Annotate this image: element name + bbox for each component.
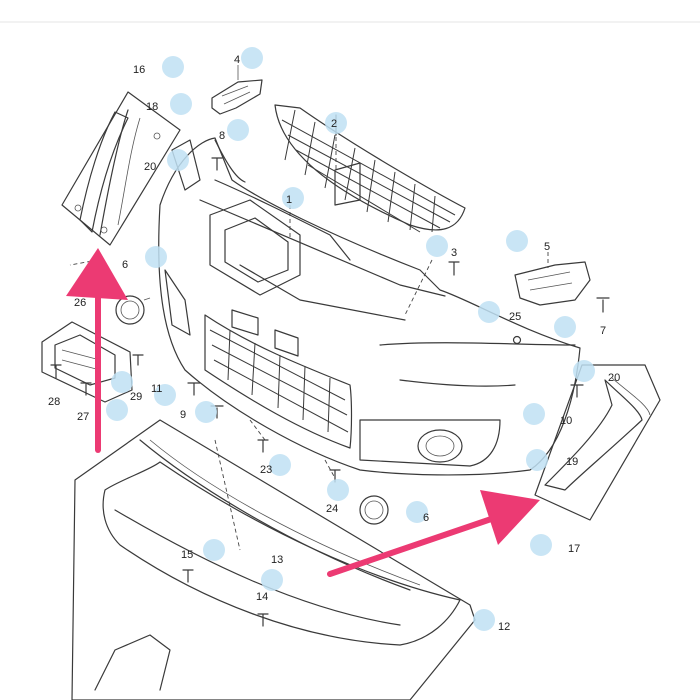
part-17-side-bracket xyxy=(534,364,661,521)
hotspot[interactable] xyxy=(195,401,217,423)
hotspot[interactable] xyxy=(145,246,167,268)
hotspot[interactable] xyxy=(573,360,595,382)
hotspot[interactable] xyxy=(162,56,184,78)
part-number-label: 20 xyxy=(608,372,620,384)
part-1-bumper-cover xyxy=(158,137,581,476)
hotspot[interactable] xyxy=(478,301,500,323)
leader-lines xyxy=(69,137,549,551)
part-5-side-bracket xyxy=(514,261,591,306)
part-number-label: 25 xyxy=(509,311,521,323)
hotspot[interactable] xyxy=(154,384,176,406)
part-number-labels: 16 18 20 4 8 2 1 3 5 25 7 6 26 28 27 29 … xyxy=(48,54,620,633)
part-number-label: 29 xyxy=(130,391,142,403)
part-6-fog-bezel-left xyxy=(115,295,151,325)
part-12-lower-spoiler-panel xyxy=(71,419,476,700)
hotspot[interactable] xyxy=(473,609,495,631)
arrow-up-left xyxy=(66,248,128,453)
hotspot[interactable] xyxy=(406,501,428,523)
hotspot[interactable] xyxy=(111,371,133,393)
hotspot[interactable] xyxy=(426,235,448,257)
part-number-label: 6 xyxy=(423,512,429,524)
part-number-label: 17 xyxy=(568,543,580,555)
hotspot-markers[interactable] xyxy=(106,47,595,631)
part-number-label: 7 xyxy=(600,325,606,337)
part-number-label: 13 xyxy=(271,554,283,566)
hotspot[interactable] xyxy=(327,479,349,501)
part-number-label: 24 xyxy=(326,503,338,515)
part-number-label: 10 xyxy=(560,415,572,427)
hotspot[interactable] xyxy=(261,569,283,591)
hotspot[interactable] xyxy=(170,93,192,115)
arrow-right-up xyxy=(327,490,540,577)
part-number-label: 4 xyxy=(234,54,240,66)
hotspot[interactable] xyxy=(554,316,576,338)
part-number-label: 14 xyxy=(256,591,268,603)
part-number-label: 8 xyxy=(219,130,225,142)
part-number-label: 27 xyxy=(77,411,89,423)
part-number-label: 19 xyxy=(566,456,578,468)
hotspot[interactable] xyxy=(523,403,545,425)
part-number-label: 28 xyxy=(48,396,60,408)
fasteners xyxy=(50,157,610,627)
part-number-label: 18 xyxy=(146,101,158,113)
part-number-label: 16 xyxy=(133,64,145,76)
part-number-label: 6 xyxy=(122,259,128,271)
hotspot[interactable] xyxy=(506,230,528,252)
part-number-label: 5 xyxy=(544,241,550,253)
hotspot[interactable] xyxy=(526,449,548,471)
hotspot[interactable] xyxy=(227,119,249,141)
hotspot[interactable] xyxy=(241,47,263,69)
hotspot[interactable] xyxy=(203,539,225,561)
part-number-label: 3 xyxy=(451,247,457,259)
part-number-label: 1 xyxy=(286,194,292,206)
part-number-label: 12 xyxy=(498,621,510,633)
hotspot[interactable] xyxy=(282,187,304,209)
hotspot[interactable] xyxy=(167,149,189,171)
part-number-label: 11 xyxy=(151,383,162,395)
part-2-upper-grille xyxy=(274,104,466,233)
hotspot[interactable] xyxy=(530,534,552,556)
part-number-label: 2 xyxy=(331,118,337,130)
part-4-retainer xyxy=(211,65,263,115)
part-number-label: 15 xyxy=(181,549,193,561)
hotspot[interactable] xyxy=(325,112,347,134)
part-number-label: 26 xyxy=(74,297,86,309)
hotspot[interactable] xyxy=(269,454,291,476)
part-number-label: 23 xyxy=(260,464,272,476)
hotspot[interactable] xyxy=(106,399,128,421)
part-number-label: 9 xyxy=(180,409,186,421)
part-number-label: 20 xyxy=(144,161,156,173)
part-16-side-bracket xyxy=(61,91,181,246)
